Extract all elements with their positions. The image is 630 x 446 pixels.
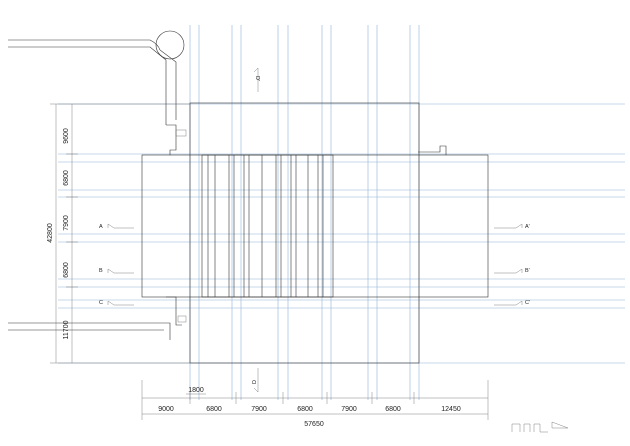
bottom-dim-1: 9000 <box>158 406 174 413</box>
building-outline <box>141 102 489 364</box>
bottom-dim-total: 57650 <box>304 421 324 428</box>
north-arrow-icon <box>551 421 569 429</box>
bottom-dim-2: 6800 <box>206 406 222 413</box>
bottom-dim-6: 6800 <box>385 406 401 413</box>
section-b-prime: B' <box>525 268 530 274</box>
scale-bar-icon <box>511 423 548 433</box>
section-marker-left <box>107 223 134 306</box>
section-a-prime: A' <box>525 224 530 230</box>
bottom-dim-4: 6800 <box>297 406 313 413</box>
section-d-prime: D' <box>254 76 260 81</box>
section-marker-top <box>253 67 259 92</box>
section-c-prime: C' <box>525 300 530 306</box>
section-d: D <box>252 380 258 384</box>
section-b: B <box>99 268 103 274</box>
site-boundary <box>8 30 185 340</box>
left-dim-3: 7900 <box>63 215 70 231</box>
section-marker-bottom <box>253 368 259 393</box>
section-c: C <box>99 300 103 306</box>
section-a: A <box>99 224 103 230</box>
horizontal-grid-lines <box>58 103 625 364</box>
bottom-dim-7: 12450 <box>441 406 461 413</box>
section-marker-right <box>494 223 523 306</box>
left-dim-4: 6800 <box>63 262 70 278</box>
detail-dim: 1800 <box>188 387 204 394</box>
bottom-dim-3: 7900 <box>251 406 267 413</box>
left-dim-1: 9600 <box>63 128 70 144</box>
left-dim-2: 6800 <box>63 170 70 186</box>
left-dimension-chain <box>50 103 190 364</box>
left-dim-total: 42800 <box>47 223 54 243</box>
bottom-dimension-chain <box>141 380 489 420</box>
vertical-grid-lines <box>189 25 420 400</box>
left-dim-5: 11700 <box>63 320 70 339</box>
bottom-dim-5: 7900 <box>341 406 357 413</box>
